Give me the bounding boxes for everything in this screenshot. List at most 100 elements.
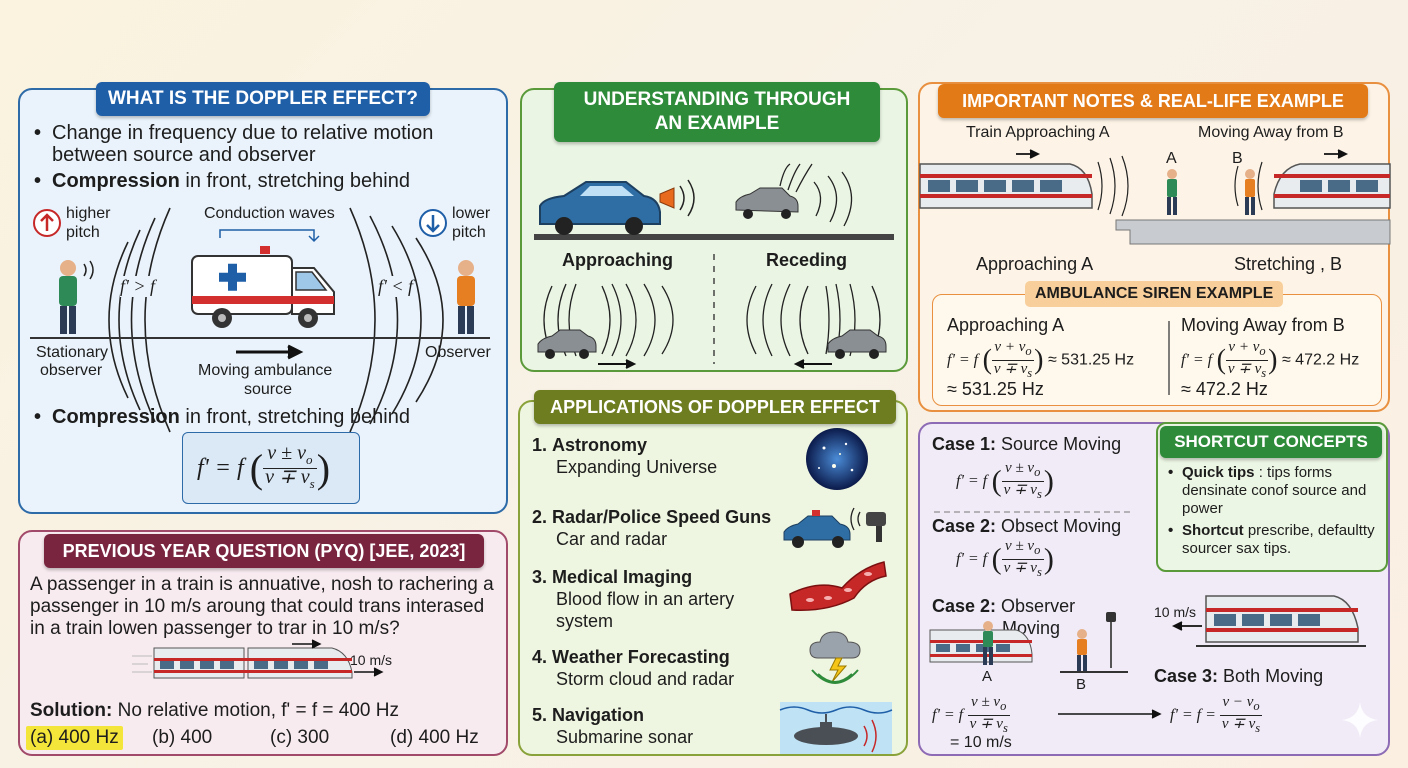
siren-title: AMBULANCE SIREN EXAMPLE xyxy=(1025,281,1284,307)
notes-title: IMPORTANT NOTES & REAL-LIFE EXAMPLE xyxy=(938,84,1368,118)
divider-dashed xyxy=(713,254,715,364)
arrow-down-icon xyxy=(419,209,447,237)
app-num-4: 4. xyxy=(532,647,548,667)
approaching-label: Approaching xyxy=(562,250,673,270)
app-item-weather: 4. Weather Forecasting Storm cloud and r… xyxy=(532,646,734,690)
app-item-astronomy: 1. Astronomy Expanding Universe xyxy=(532,434,717,478)
pyq-option-a[interactable]: (a) 400 Hz xyxy=(26,726,123,750)
conduction-arrow xyxy=(219,229,320,243)
moving-ambulance-label: Moving ambulance xyxy=(198,362,333,379)
case1-rest: Source Moving xyxy=(996,434,1122,454)
example-title-line1: UNDERSTANDING THROUGH xyxy=(583,89,851,110)
person-a-label: A xyxy=(1166,150,1177,167)
pyq-option-b[interactable]: (b) 400 xyxy=(152,727,213,748)
siren-left-val: ≈ 531.25 Hz xyxy=(1047,351,1135,369)
example-title: UNDERSTANDING THROUGH AN EXAMPLE xyxy=(554,82,880,142)
stretching-b-label: Stretching , B xyxy=(1234,254,1343,274)
submarine-icon xyxy=(779,702,893,754)
shortcut-bullet-1: •Quick tips : tips forms densinate conof… xyxy=(1168,464,1367,517)
pyq-option-c[interactable]: (c) 300 xyxy=(270,727,330,748)
case-eq-val: = 10 m/s xyxy=(950,734,1012,751)
case2b-label: Case 2: Observer xyxy=(932,596,1075,617)
ground-line xyxy=(30,337,490,339)
formula-den: v ∓ v xyxy=(265,466,310,488)
case3-num: v − v xyxy=(1222,694,1254,710)
case1-divider xyxy=(934,511,1130,513)
what-bullet-1-text: Change in frequency due to relative moti… xyxy=(52,122,434,166)
lower-label: lower xyxy=(452,205,491,222)
what-bullet-2: Compression in front, stretching behind xyxy=(34,170,410,192)
siren-left-head: Approaching A xyxy=(947,315,1065,335)
formula-den-sub: s xyxy=(309,476,315,491)
what-panel: WHAT IS THE DOPPLER EFFECT? Change in fr… xyxy=(18,82,508,514)
app-num-3: 3. xyxy=(532,567,548,587)
what-bullet-2-bold: Compression xyxy=(52,170,180,192)
case-scene xyxy=(929,595,1366,673)
what-title: WHAT IS THE DOPPLER EFFECT? xyxy=(96,82,430,116)
app-desc-2: Car and radar xyxy=(556,529,668,549)
sparkle-icon xyxy=(1342,702,1378,738)
app-name-2: Radar/Police Speed Guns xyxy=(552,507,772,527)
approaching-waves xyxy=(537,283,674,369)
conduction-label: Conduction waves xyxy=(204,205,335,222)
shortcut-b1-bold: Quick tips xyxy=(1182,464,1255,481)
formula-num: v ± v xyxy=(267,442,307,464)
app-name-5: Navigation xyxy=(552,705,645,725)
stationary-observer-label: observer xyxy=(40,362,103,379)
formula-num-sub: o xyxy=(306,452,313,467)
app-desc-3b: system xyxy=(556,611,614,631)
case-speed-label: 10 m/s xyxy=(1154,604,1197,620)
app-desc-5: Submarine sonar xyxy=(556,727,694,747)
motion-arrow-icon xyxy=(236,344,304,360)
sound-wave-arcs xyxy=(108,207,444,433)
app-item-radar: 2. Radar/Police Speed Guns Car and radar xyxy=(532,506,771,550)
stationary-observer-icon xyxy=(59,260,94,334)
siren-right-val2: ≈ 472.2 Hz xyxy=(1181,379,1268,399)
shortcut-box: SHORTCUT CONCEPTS •Quick tips : tips for… xyxy=(1156,422,1388,572)
siren-right-val: ≈ 472.2 Hz xyxy=(1281,351,1360,369)
observer-icon xyxy=(457,260,475,334)
receding-label: Receding xyxy=(766,250,848,270)
notes-trains-scene xyxy=(919,149,1391,245)
f-less-label: f' < f xyxy=(378,276,413,297)
shortcut-title: SHORTCUT CONCEPTS xyxy=(1160,426,1382,458)
case3-lhs: f' = f = xyxy=(1170,706,1220,724)
person-b-label: B xyxy=(1232,150,1243,167)
case3-num-sub: o xyxy=(1253,699,1260,713)
app-name-1: Astronomy xyxy=(552,435,648,455)
ambulance-icon xyxy=(191,246,335,328)
storm-cloud-icon xyxy=(809,631,861,684)
app-num-1: 1. xyxy=(532,435,548,455)
approaching-a-label: Approaching A xyxy=(976,254,1094,274)
artery-icon xyxy=(789,561,887,611)
arrow-up-icon xyxy=(33,209,61,237)
app-desc-3: Blood flow in an artery xyxy=(556,589,735,609)
case1-label: Case 1: Source Moving xyxy=(932,434,1121,455)
f-greater-label: f' > f xyxy=(120,276,155,297)
galaxy-icon xyxy=(806,428,868,490)
shortcut-b2-bold: Shortcut xyxy=(1182,522,1244,539)
app-num-5: 5. xyxy=(532,705,548,725)
case2-bold: Case 2: xyxy=(932,516,997,536)
case2-label: Case 2: Obsect Moving xyxy=(932,516,1121,537)
app-num-2: 2. xyxy=(532,507,548,527)
siren-left-val2: ≈ 531.25 Hz xyxy=(947,379,1044,399)
what-bullet-3-bold: Compression xyxy=(52,406,180,428)
shortcut-b1-rest: : tips forms densinate conof source and … xyxy=(1182,464,1367,517)
receding-waves xyxy=(746,283,887,369)
formula-lhs: f' = f xyxy=(197,455,244,481)
what-bullet-3: Compression in front, stretching behind xyxy=(34,406,410,428)
case2b-bold: Case 2: xyxy=(932,596,997,616)
app-item-navigation: 5. Navigation Submarine sonar xyxy=(532,704,693,748)
example-title-line2: AN EXAMPLE xyxy=(654,113,780,134)
pyq-option-d[interactable]: (d) 400 Hz xyxy=(390,727,479,748)
siren-divider xyxy=(1168,321,1170,395)
moving-source-label: source xyxy=(244,381,293,398)
app-item-medical: 3. Medical Imaging Blood flow in an arte… xyxy=(532,566,734,632)
shortcut-bullet-2: •Shortcut prescribe, defaultty sourcer s… xyxy=(1168,522,1375,557)
